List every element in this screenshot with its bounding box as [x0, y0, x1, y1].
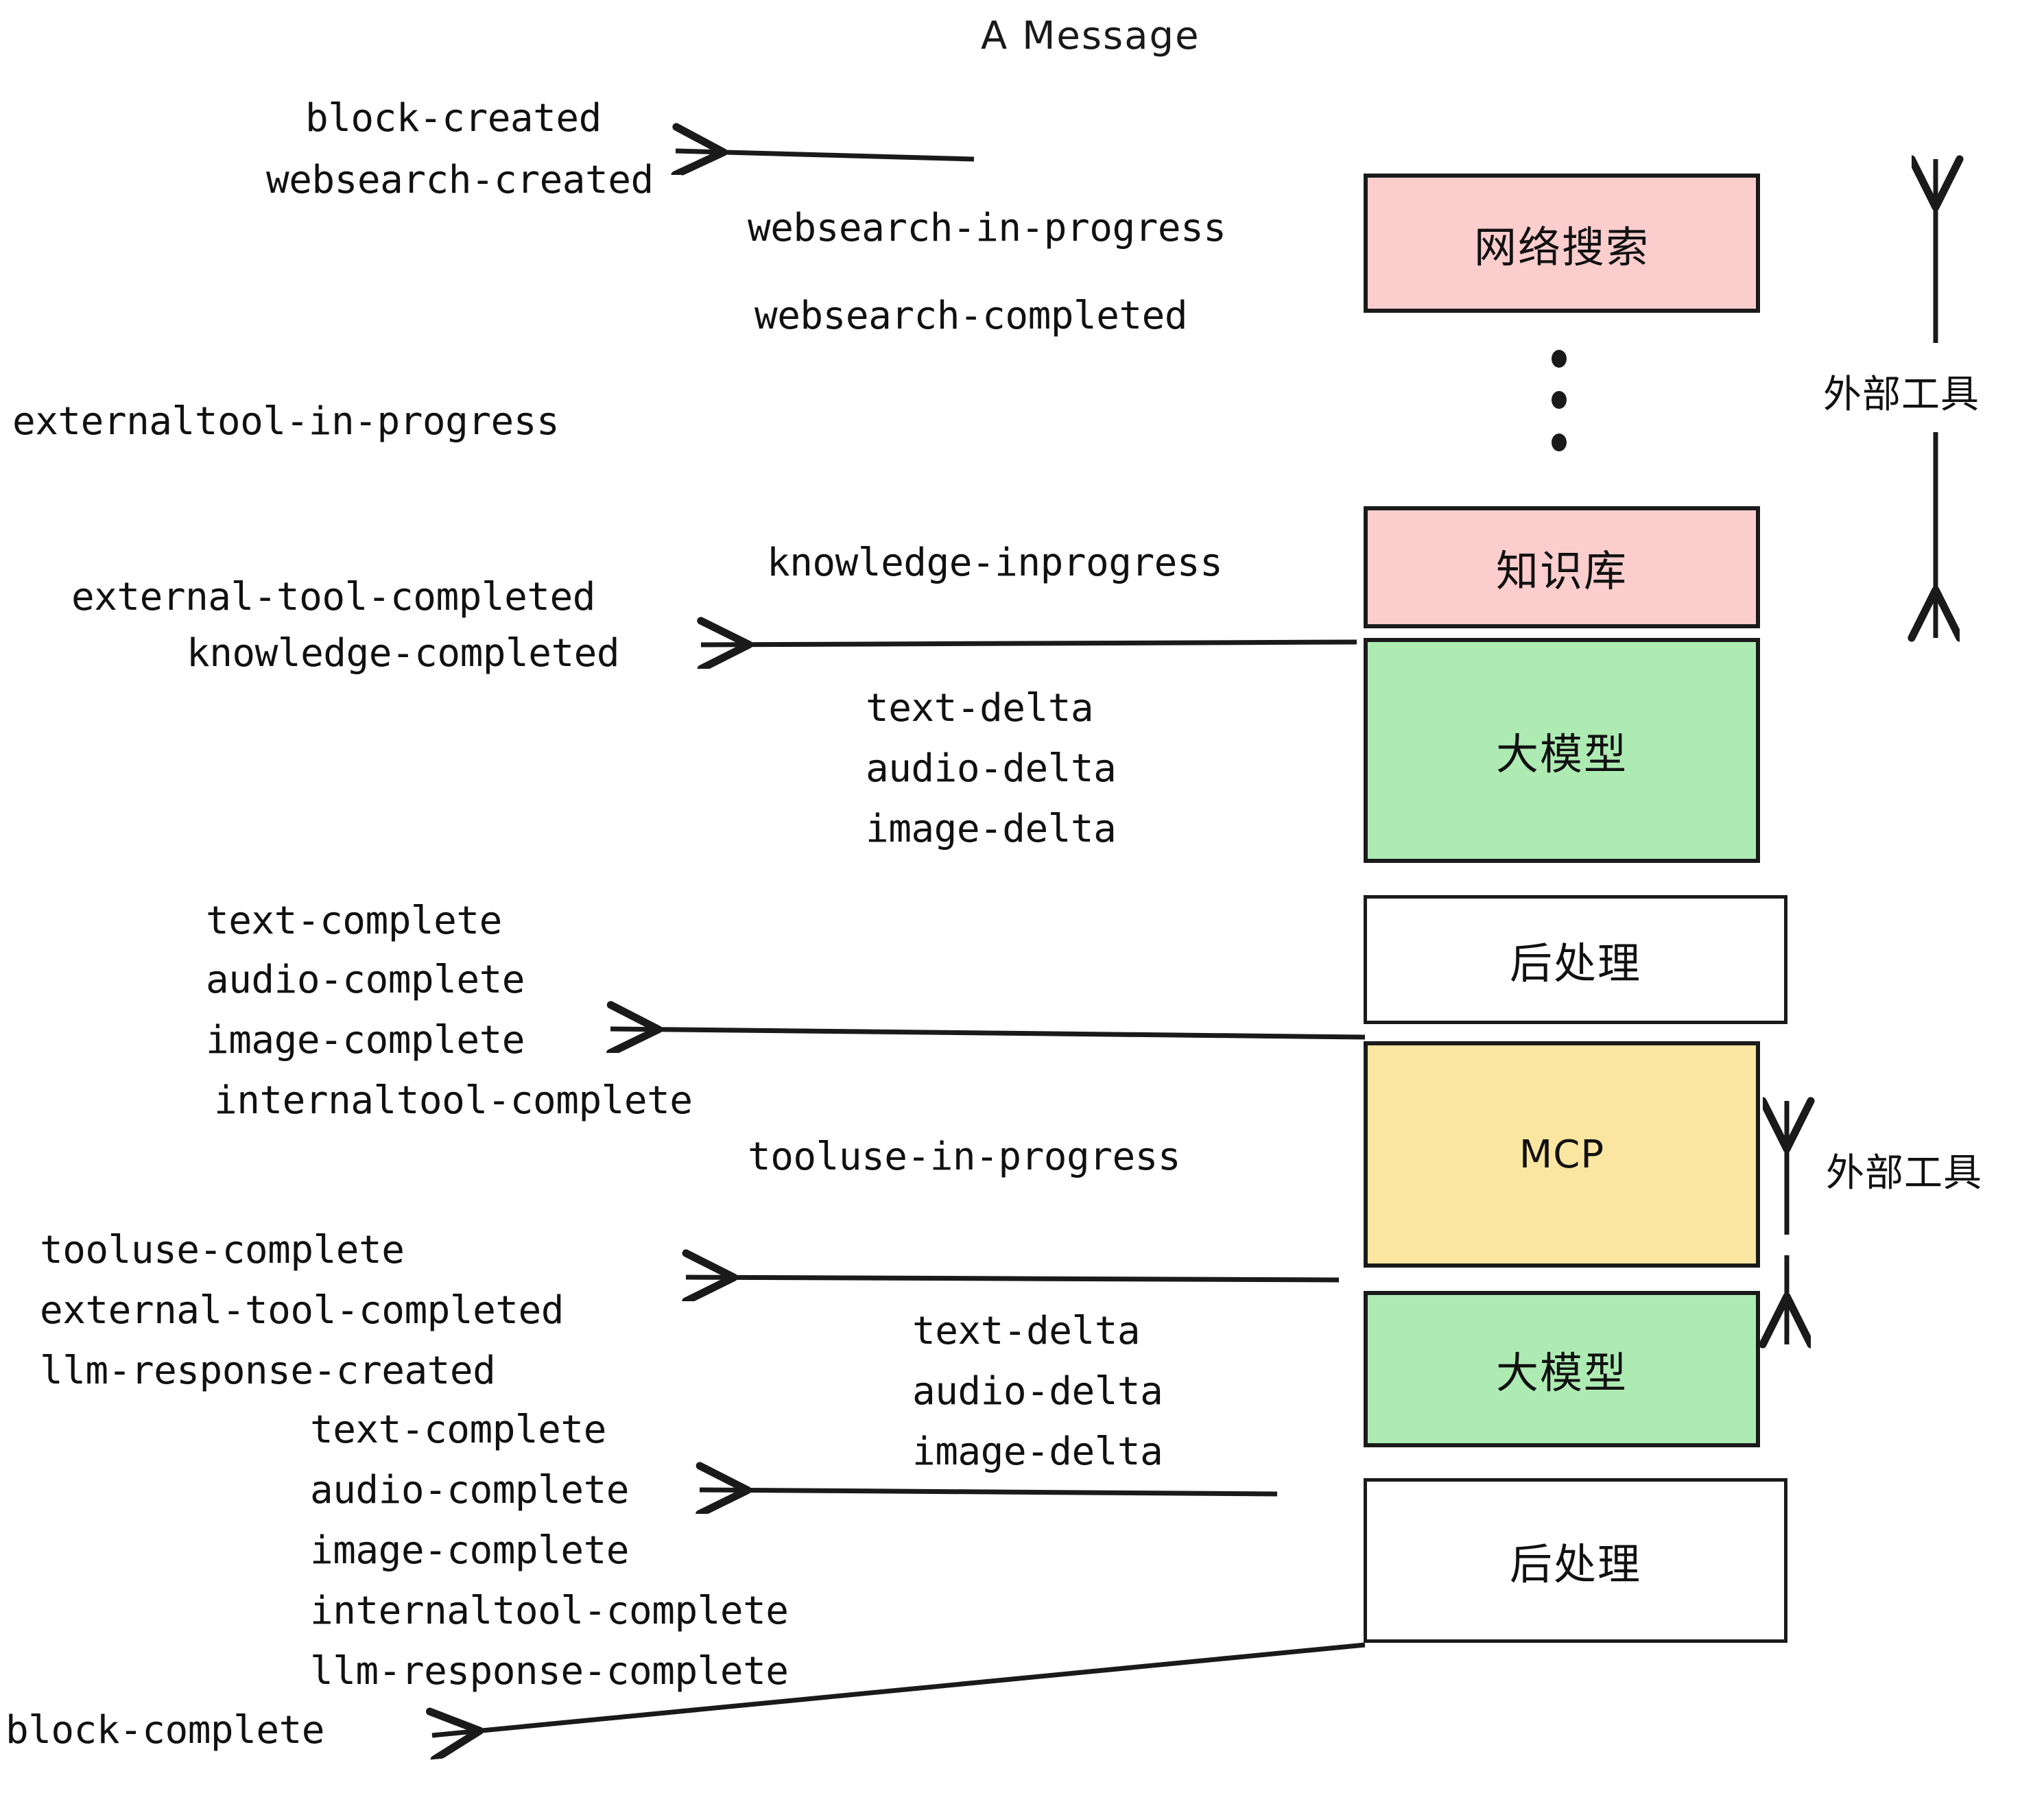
ellipsis-dot-3: [1552, 434, 1567, 451]
side-label-external-tool-top: 外部工具: [1823, 372, 1980, 417]
event-block-created: block-created: [305, 96, 602, 141]
ellipsis-dot-1: [1552, 350, 1567, 368]
node-postprocess-top[interactable]: 后处理: [1364, 895, 1787, 1024]
node-mcp[interactable]: MCP: [1364, 1041, 1760, 1268]
arrow-audio-complete: [700, 1490, 1278, 1494]
event-image-delta-2: image-delta: [912, 1429, 1163, 1474]
event-text-delta-2: text-delta: [912, 1309, 1141, 1353]
event-websearch-completed: websearch-completed: [754, 294, 1188, 338]
event-tooluse-in-progress: tooluse-in-progress: [748, 1135, 1181, 1179]
event-image-complete-2: image-complete: [310, 1528, 630, 1573]
page-title: A Message: [981, 14, 1200, 58]
node-knowledge[interactable]: 知识库: [1364, 506, 1760, 628]
node-postprocess-bottom[interactable]: 后处理: [1364, 1478, 1787, 1643]
side-label-external-tool-bottom: 外部工具: [1826, 1151, 1982, 1196]
event-audio-complete-1: audio-complete: [206, 958, 525, 1002]
arrow-knowledge-completed: [701, 642, 1357, 645]
event-text-complete-2: text-complete: [310, 1408, 606, 1452]
event-image-delta-1: image-delta: [866, 807, 1117, 851]
node-postprocess-bottom-label: 后处理: [1509, 1539, 1641, 1589]
event-internaltool-complete-2: internaltool-complete: [310, 1589, 789, 1633]
event-external-tool-completed-2: external-tool-completed: [40, 1288, 564, 1333]
node-websearch[interactable]: 网络搜索: [1364, 174, 1760, 313]
node-llm-top[interactable]: 大模型: [1364, 638, 1760, 863]
event-websearch-in-progress: websearch-in-progress: [748, 206, 1226, 250]
event-knowledge-completed: knowledge-completed: [187, 631, 620, 676]
event-audio-delta-1: audio-delta: [866, 746, 1117, 791]
arrow-image-complete: [610, 1029, 1366, 1037]
event-internaltool-complete-1: internaltool-complete: [214, 1078, 693, 1123]
node-mcp-label: MCP: [1519, 1132, 1605, 1177]
node-llm-bottom[interactable]: 大模型: [1364, 1291, 1760, 1447]
node-llm-top-label: 大模型: [1495, 729, 1628, 779]
event-text-delta-1: text-delta: [866, 686, 1094, 731]
event-audio-delta-2: audio-delta: [912, 1369, 1163, 1414]
node-knowledge-label: 知识库: [1495, 546, 1628, 596]
event-audio-complete-2: audio-complete: [310, 1468, 630, 1512]
node-websearch-label: 网络搜索: [1473, 222, 1650, 272]
node-postprocess-top-label: 后处理: [1509, 938, 1641, 988]
event-websearch-created: websearch-created: [266, 158, 654, 202]
ellipsis-dot-2: [1552, 391, 1567, 409]
arrow-tooluse-complete: [686, 1277, 1340, 1280]
event-text-complete-1: text-complete: [206, 899, 502, 943]
event-externaltool-in-progress: externaltool-in-progress: [12, 399, 560, 444]
event-block-complete: block-complete: [5, 1708, 325, 1753]
event-external-tool-completed-1: external-tool-completed: [71, 575, 595, 619]
arrow-websearch-created: [676, 151, 975, 159]
event-tooluse-complete: tooluse-complete: [40, 1228, 405, 1272]
event-knowledge-inprogress: knowledge-inprogress: [767, 541, 1223, 585]
event-llm-response-complete: llm-response-complete: [310, 1649, 789, 1694]
node-llm-bottom-label: 大模型: [1495, 1348, 1628, 1398]
event-llm-response-created: llm-response-created: [40, 1349, 496, 1393]
event-image-complete-1: image-complete: [206, 1018, 525, 1063]
